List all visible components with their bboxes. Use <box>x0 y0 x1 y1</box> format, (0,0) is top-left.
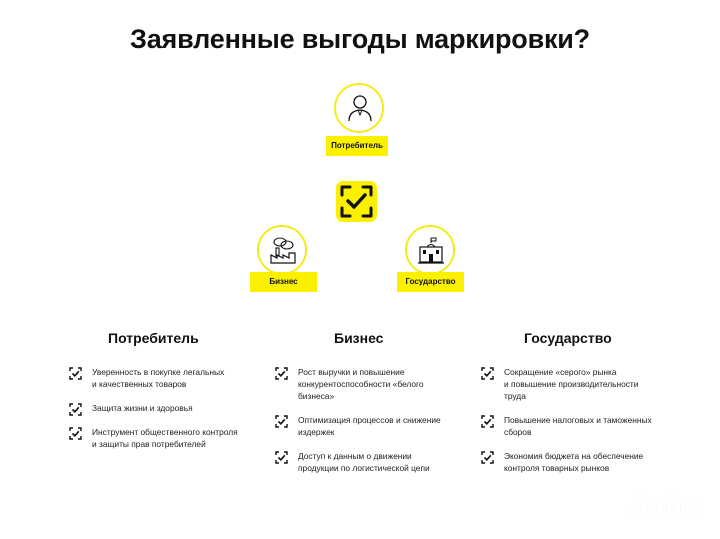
column-title: Потребитель <box>108 330 199 346</box>
business-circle <box>257 225 307 275</box>
check-mark-frame-icon <box>481 415 494 428</box>
benefit-text-line: Рост выручки и повышение <box>298 367 405 377</box>
check-mark-frame-icon <box>69 367 82 380</box>
benefit-text-line: Доступ к данным о движении <box>298 451 412 461</box>
benefit-item: Сокращение «серого» рынка и повышение про… <box>480 366 680 402</box>
benefit-text-line: Оптимизация процессов и снижение <box>298 415 441 425</box>
consumer-circle <box>334 83 384 133</box>
check-mark-frame-icon <box>69 403 82 416</box>
benefit-text-line: конкурентоспособности «белого <box>298 379 424 389</box>
benefit-item: Доступ к данным о движении продукции по л… <box>274 450 474 474</box>
benefit-text-line: продукции по логистической цепи <box>298 463 430 473</box>
benefit-item: Уверенность в покупке легальных и качеств… <box>68 366 268 390</box>
business-tag: Бизнес <box>250 272 317 292</box>
center-check-badge <box>336 181 377 222</box>
benefit-text-line: Инструмент общественного контроля <box>92 427 238 437</box>
benefit-text-line: сборов <box>504 427 532 437</box>
benefit-item: Экономия бюджета на обеспечение контроля … <box>480 450 680 474</box>
benefit-text-line: Уверенность в покупке легальных <box>92 367 225 377</box>
benefit-text-line: контроля товарных рынков <box>504 463 610 473</box>
watermark-text: Avito <box>628 491 702 524</box>
check-mark-frame-icon <box>340 185 373 218</box>
benefit-text-line: Повышение налоговых и таможенных <box>504 415 652 425</box>
column-consumer: Потребитель Уверенность в покупке легаль… <box>68 330 268 462</box>
column-business: Бизнес Рост выручки и повышение конкурент… <box>274 330 474 486</box>
benefit-text-line: Защита жизни и здоровья <box>92 403 193 413</box>
benefit-text-line: издержек <box>298 427 335 437</box>
benefit-text-line: труда <box>504 391 526 401</box>
check-mark-frame-icon <box>481 451 494 464</box>
check-mark-frame-icon <box>275 451 288 464</box>
check-mark-frame-icon <box>481 367 494 380</box>
benefit-text-line: Экономия бюджета на обеспечение <box>504 451 644 461</box>
benefit-item: Защита жизни и здоровья <box>68 402 268 416</box>
check-mark-frame-icon <box>275 415 288 428</box>
benefit-item: Инструмент общественного контроля и защит… <box>68 426 268 450</box>
benefit-item: Рост выручки и повышение конкурентоспособ… <box>274 366 474 402</box>
benefit-item: Повышение налоговых и таможенных сборов <box>480 414 680 438</box>
benefit-text-line: и защиты прав потребителей <box>92 439 206 449</box>
check-mark-frame-icon <box>69 427 82 440</box>
column-government: Государство Сокращение «серого» рынка и п… <box>480 330 680 486</box>
consumer-tag: Потребитель <box>326 136 388 156</box>
government-tag: Государство <box>397 272 464 292</box>
benefit-text-line: и повышение производительности <box>504 379 639 389</box>
column-title: Бизнес <box>334 330 384 346</box>
avito-watermark: Avito <box>628 491 702 525</box>
check-mark-frame-icon <box>275 367 288 380</box>
benefit-text-line: Сокращение «серого» рынка <box>504 367 617 377</box>
benefit-text-line: и качественных товаров <box>92 379 187 389</box>
government-circle <box>405 225 455 275</box>
page-title: Заявленные выгоды маркировки? <box>130 24 590 54</box>
benefit-text-line: бизнеса» <box>298 391 335 401</box>
person-icon <box>348 95 372 122</box>
factory-icon <box>270 237 296 264</box>
benefit-item: Оптимизация процессов и снижение издержек <box>274 414 474 438</box>
column-title: Государство <box>524 330 612 346</box>
government-building-icon <box>418 237 444 264</box>
